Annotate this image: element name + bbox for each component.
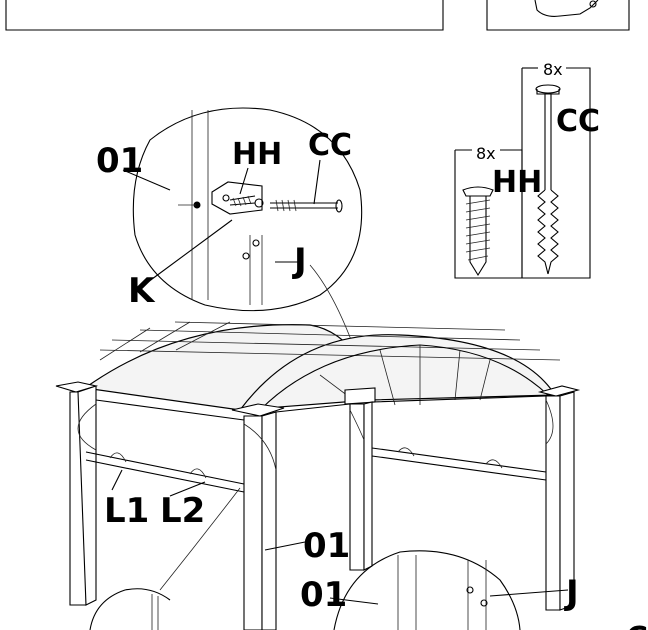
label-j-lower: J [564,573,579,613]
label-cc-partial: CC [626,621,648,630]
label-j-detail: J [292,241,307,281]
detail-magnifier-lower-left [89,487,241,630]
label-part-01-post: 01 [303,526,350,566]
detail-magnifier-top [122,107,366,381]
label-cc: CC [308,128,352,163]
label-hh: HH [232,137,282,172]
hh-quantity: 8x [476,144,496,163]
hh-code: HH [492,165,542,200]
label-k: K [128,271,156,311]
label-l2: L2 [160,491,205,531]
gazebo-posts [55,381,581,630]
wood-screw-icon [462,186,494,277]
label-part-01-top: 01 [96,141,143,181]
bracket-icon [534,0,599,17]
cc-quantity: 8x [543,60,563,79]
canopy-roof [83,321,561,411]
hardware-box: 8x HH 8x CC [454,60,600,279]
label-l1: L1 [104,491,149,531]
long-bolt-icon [535,84,561,275]
detail-magnifier-lower-right [329,550,569,630]
cc-code: CC [556,104,600,139]
label-part-01-lower: 01 [300,575,347,615]
side-beams [77,395,554,493]
previous-step-part-box [486,0,630,31]
previous-step-box [5,0,444,31]
